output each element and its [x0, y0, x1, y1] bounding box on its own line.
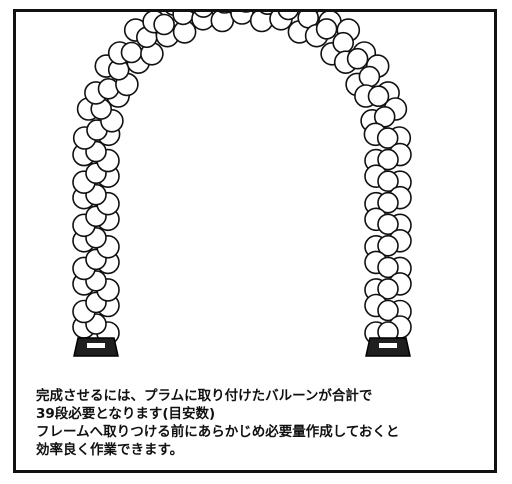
- caption-text: 完成させるには、プラムに取り付けたバルーンが合計で 39段必要となります(目安数…: [36, 387, 486, 459]
- balloon: [377, 213, 399, 236]
- left-base: [73, 337, 119, 357]
- balloon: [376, 127, 399, 149]
- balloon: [377, 235, 399, 257]
- balloon-arch: [72, 12, 412, 345]
- balloon: [377, 170, 399, 192]
- balloon: [315, 18, 338, 40]
- balloon: [377, 299, 399, 322]
- balloon: [373, 106, 396, 128]
- balloon: [249, 12, 274, 33]
- arch-bases: [73, 337, 411, 357]
- caption-line-1: 完成させるには、プラムに取り付けたバルーンが合計で: [36, 388, 373, 404]
- balloon-arch-illustration: [72, 12, 412, 357]
- balloon: [153, 13, 175, 36]
- balloon: [332, 31, 355, 54]
- caption-line-2: 39段必要となります(目安数): [36, 406, 216, 422]
- balloon: [346, 47, 369, 70]
- balloon: [277, 12, 299, 21]
- balloon: [377, 191, 399, 214]
- balloon: [377, 278, 399, 300]
- caption-line-4: 効率良く作業できます。: [36, 442, 184, 458]
- balloon: [218, 12, 231, 14]
- caption-line-3: フレームへ取りつける前にあらかじめ必要量作成しておくと: [36, 424, 400, 440]
- right-base: [365, 337, 411, 357]
- balloon: [172, 12, 194, 26]
- balloon: [193, 12, 214, 18]
- balloon: [358, 65, 381, 88]
- balloon: [367, 85, 390, 107]
- balloon: [230, 12, 254, 25]
- balloon: [377, 256, 399, 279]
- balloon: [210, 12, 235, 33]
- balloon: [120, 41, 143, 64]
- info-panel: 完成させるには、プラムに取り付けたバルーンが合計で 39段必要となります(目安数…: [13, 9, 497, 473]
- balloon: [377, 148, 399, 171]
